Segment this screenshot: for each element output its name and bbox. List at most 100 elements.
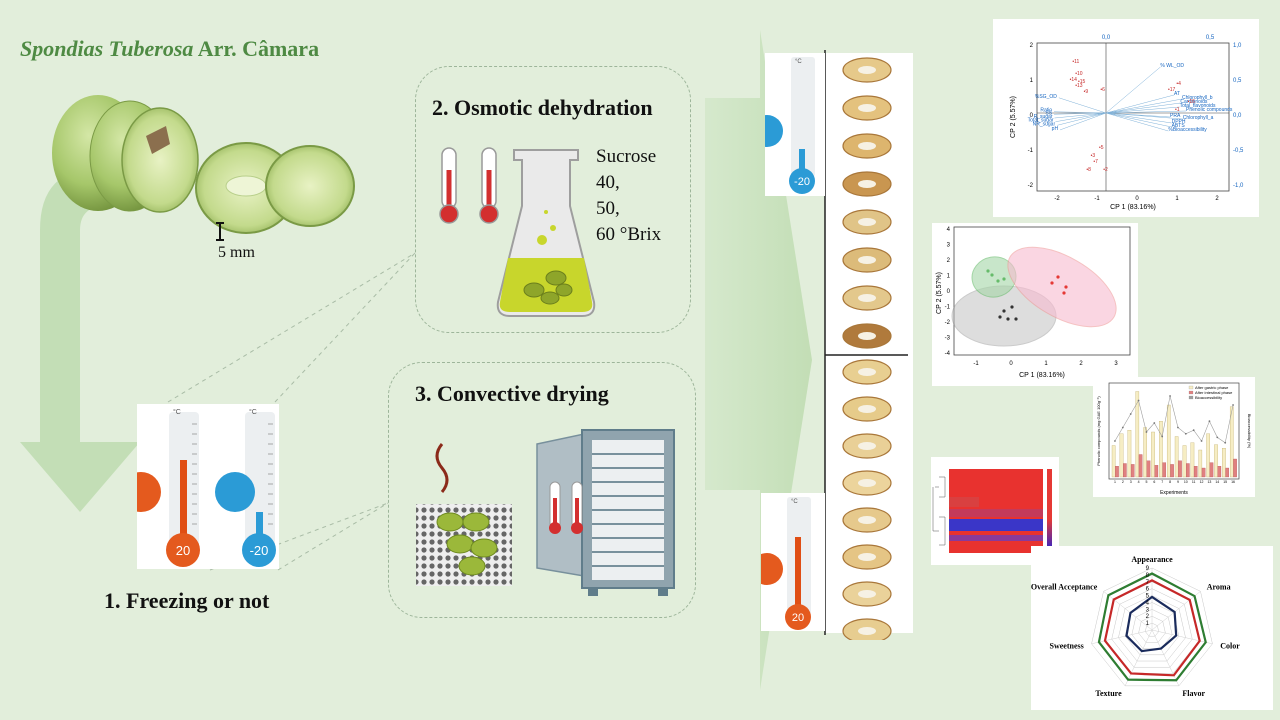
bar-ylabel: Phenolic compounds (mg GAE 100g⁻¹) bbox=[1096, 396, 1101, 466]
bioaccessibility-point bbox=[1208, 420, 1211, 423]
gastric-bar bbox=[1119, 433, 1124, 478]
svg-text:°C: °C bbox=[249, 408, 257, 416]
x2-tick: 0,0 bbox=[1102, 35, 1111, 41]
bioaccessibility-point bbox=[1177, 426, 1179, 429]
sample-label: •14 bbox=[1070, 77, 1078, 83]
gastric-bar bbox=[1198, 449, 1203, 478]
intestinal-bar bbox=[1170, 464, 1174, 478]
intestinal-bar bbox=[1162, 462, 1167, 478]
sample-label: •6 bbox=[1100, 87, 1105, 93]
intestinal-bar bbox=[1130, 464, 1135, 478]
loading-ray bbox=[1054, 112, 1107, 119]
gastric-bar bbox=[1111, 445, 1116, 478]
dried-slice bbox=[842, 507, 892, 533]
score-point bbox=[1056, 275, 1060, 279]
bioaccessibility-point bbox=[1224, 441, 1227, 444]
flask-thermometers-icon bbox=[439, 147, 596, 317]
bioaccessibility-point bbox=[1153, 422, 1156, 424]
radar-scale-label: 5 bbox=[1146, 594, 1150, 600]
radar-gridline bbox=[1091, 567, 1213, 687]
radar-axis bbox=[1151, 591, 1201, 631]
svg-text:°C: °C bbox=[791, 499, 798, 505]
loading-ray bbox=[1105, 112, 1169, 132]
radar-attribute-label: Flavor bbox=[1182, 689, 1205, 698]
y-tick: -4 bbox=[945, 351, 951, 357]
legend-label: After gastric phase bbox=[1195, 385, 1229, 390]
x-tick: 3 bbox=[1130, 480, 1132, 484]
legend-swatch bbox=[1188, 395, 1194, 400]
bioaccessibility-point bbox=[1137, 399, 1140, 402]
loading-label: Phenolic compounds bbox=[1186, 107, 1233, 113]
x-tick: 5 bbox=[1145, 480, 1147, 484]
dried-slice bbox=[842, 581, 892, 607]
radar-scale-label: 3 bbox=[1146, 607, 1150, 613]
dried-slice bbox=[842, 95, 892, 121]
bar-y2label: Bioaccessibility (%) bbox=[1247, 414, 1252, 449]
svg-text:-20: -20 bbox=[794, 176, 810, 188]
intestinal-bar bbox=[1123, 463, 1127, 478]
score-point bbox=[996, 279, 1000, 283]
loading-ray bbox=[1055, 112, 1107, 122]
bioaccessibility-point bbox=[1145, 431, 1148, 433]
loading-label: Total_sugar bbox=[1028, 118, 1054, 124]
y-tick: 1 bbox=[947, 274, 951, 280]
radar-gridline bbox=[1131, 609, 1173, 649]
dried-slice bbox=[842, 171, 892, 197]
loading-label: Ratio bbox=[1040, 108, 1052, 114]
intestinal-bar bbox=[1138, 454, 1143, 478]
score-point bbox=[1006, 317, 1010, 321]
radar-scale-label: 1 bbox=[1146, 621, 1150, 627]
loading-ray bbox=[1105, 66, 1161, 114]
y-tick: 0 bbox=[947, 289, 951, 295]
species-title: Spondias Tuberosa Arr. Câmara bbox=[20, 36, 320, 61]
intestinal-bar bbox=[1154, 465, 1159, 478]
y-tick: -1 bbox=[1028, 148, 1034, 154]
intestinal-bar bbox=[1186, 463, 1190, 478]
svg-text:20: 20 bbox=[792, 612, 804, 624]
loading-ray bbox=[1105, 112, 1172, 124]
y-tick: 3 bbox=[947, 243, 951, 249]
gastric-bar bbox=[1222, 448, 1226, 478]
x-tick: 6 bbox=[1153, 480, 1155, 484]
dried-slice bbox=[842, 247, 892, 273]
y2-tick: -0,5 bbox=[1233, 148, 1244, 154]
score-point bbox=[1002, 309, 1006, 313]
radar-scale-label: 4 bbox=[1146, 600, 1150, 606]
bioaccessibility-point bbox=[1114, 440, 1116, 442]
sample-label: •7 bbox=[1093, 159, 1098, 165]
x-tick: -1 bbox=[973, 361, 979, 367]
x-tick: 2 bbox=[1122, 480, 1124, 484]
dried-slice bbox=[842, 433, 892, 459]
loading-label: R_sugar bbox=[1034, 114, 1053, 120]
x-tick: 4 bbox=[1138, 480, 1140, 484]
radar-scale-label: 9 bbox=[1146, 566, 1150, 572]
loading-label: Chlorophyll_b bbox=[1182, 95, 1213, 101]
loading-ray bbox=[1105, 94, 1175, 114]
score-point bbox=[990, 273, 994, 277]
loading-label: Carotenoids bbox=[1180, 99, 1207, 105]
dried-slice bbox=[842, 396, 892, 422]
y2-tick: -1,0 bbox=[1233, 183, 1244, 189]
unfrozen-thermometer-card: 20 °C bbox=[751, 493, 825, 631]
intestinal-bar bbox=[1193, 466, 1198, 478]
y2-tick: 1,0 bbox=[1233, 43, 1242, 49]
x-tick: 1 bbox=[1044, 361, 1048, 367]
gastric-bar bbox=[1127, 430, 1132, 478]
x-tick: 3 bbox=[1114, 361, 1118, 367]
loading-ray bbox=[1060, 112, 1107, 131]
sample-label: •17 bbox=[1168, 87, 1176, 93]
loading-ray bbox=[1054, 112, 1107, 115]
score-point bbox=[1014, 317, 1018, 321]
loading-ray bbox=[1105, 98, 1183, 114]
loading-label: % WL_OD bbox=[1160, 63, 1184, 69]
svg-text:°C: °C bbox=[795, 59, 802, 65]
loading-ray bbox=[1105, 106, 1180, 114]
step-1-label: 1. Freezing or not bbox=[104, 588, 270, 613]
score-point bbox=[1050, 281, 1054, 285]
sample-label: •5 bbox=[1099, 145, 1104, 151]
step-2-label: 2. Osmotic dehydration bbox=[432, 95, 653, 120]
loading-label: pH bbox=[1052, 126, 1059, 132]
loading-label: %Bioaccessibility bbox=[1168, 127, 1207, 133]
radar-series bbox=[1103, 579, 1201, 677]
